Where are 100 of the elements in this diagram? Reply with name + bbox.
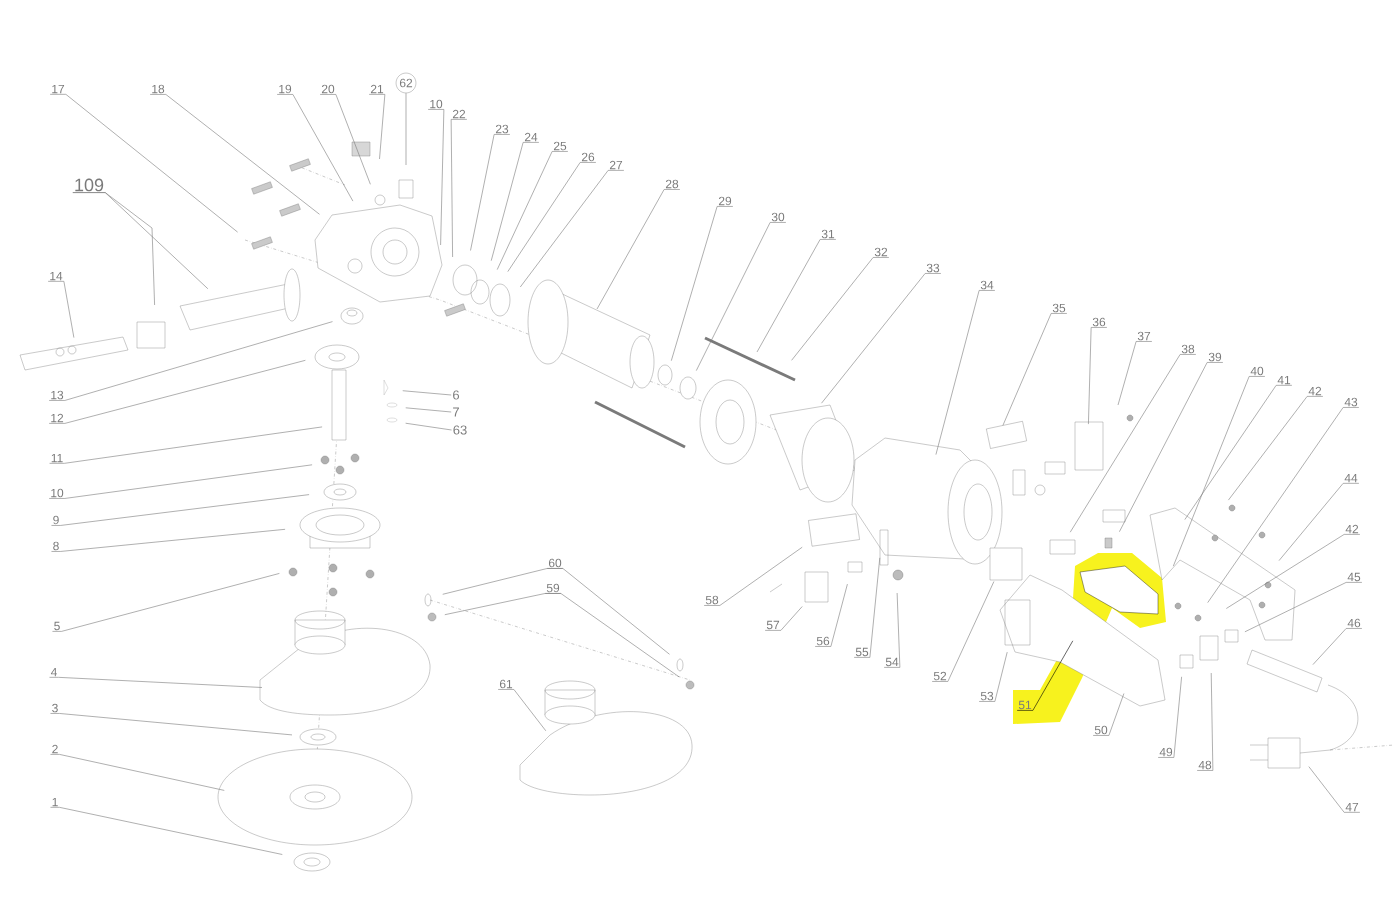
leader-line bbox=[1278, 483, 1360, 561]
callout-number: 1 bbox=[52, 797, 58, 807]
leader-line bbox=[935, 290, 996, 455]
leader-line bbox=[1069, 354, 1197, 533]
callout-number: 109 bbox=[75, 178, 104, 192]
callout-number: 4 bbox=[50, 667, 57, 677]
callout-number: 60 bbox=[548, 558, 562, 568]
callout-number: 39 bbox=[1208, 352, 1222, 362]
leader-line bbox=[1088, 327, 1108, 425]
callout-number: 61 bbox=[499, 679, 513, 689]
callout-number: 51 bbox=[1018, 700, 1032, 710]
callout-number: 2 bbox=[52, 744, 58, 754]
callout-number: 56 bbox=[816, 636, 830, 646]
callout-number: 18 bbox=[152, 84, 165, 94]
leader-line bbox=[696, 222, 787, 371]
callout-number: 59 bbox=[546, 583, 560, 593]
leader-line bbox=[1117, 341, 1153, 406]
callout-number: 35 bbox=[1052, 303, 1066, 313]
callout-number: 28 bbox=[665, 179, 679, 189]
callout-number: 43 bbox=[1344, 397, 1358, 407]
leader-line bbox=[49, 94, 238, 233]
leader-line bbox=[47, 281, 75, 338]
leader-line bbox=[405, 422, 452, 431]
leader-line bbox=[51, 529, 286, 552]
callout-number: 52 bbox=[933, 671, 947, 681]
leader-line bbox=[1119, 362, 1224, 532]
leader-line bbox=[450, 119, 468, 258]
leader-line bbox=[497, 689, 547, 732]
leader-line bbox=[544, 593, 680, 678]
callout-number: 6 bbox=[453, 390, 460, 400]
callout-number: 12 bbox=[51, 413, 64, 423]
callout-number: 49 bbox=[1159, 747, 1173, 757]
callout-number: 34 bbox=[980, 280, 994, 290]
leader-line bbox=[546, 568, 670, 655]
callout-number: 45 bbox=[1347, 572, 1361, 582]
leader-line bbox=[821, 273, 942, 404]
callout-number: 57 bbox=[766, 620, 780, 630]
callout-number: 63 bbox=[453, 425, 467, 435]
leader-line bbox=[149, 94, 320, 215]
callout-number: 10 bbox=[430, 99, 443, 109]
leader-line bbox=[1308, 766, 1361, 813]
leader-line bbox=[496, 151, 569, 270]
callout-number: 11 bbox=[51, 453, 63, 463]
callout-number: 17 bbox=[52, 84, 65, 94]
leader-line bbox=[791, 257, 890, 361]
callout-number: 10 bbox=[51, 488, 64, 498]
callout-number: 33 bbox=[926, 263, 940, 273]
leader-line bbox=[1002, 313, 1068, 426]
callout-number: 21 bbox=[370, 84, 384, 94]
callout-number: 31 bbox=[821, 229, 835, 239]
leader-line bbox=[49, 677, 263, 688]
leader-line bbox=[1016, 640, 1074, 711]
leader-line bbox=[764, 606, 803, 631]
leader-line bbox=[49, 426, 323, 464]
leader-line bbox=[1092, 693, 1125, 736]
callout-number: 9 bbox=[53, 515, 59, 525]
leader-line bbox=[671, 206, 734, 361]
leader-line bbox=[703, 546, 803, 606]
leader-line bbox=[507, 162, 597, 272]
leader-line bbox=[853, 557, 881, 658]
leader-line bbox=[427, 109, 445, 246]
callout-number: 30 bbox=[771, 212, 785, 222]
leader-line bbox=[1312, 628, 1363, 665]
callout-number: 8 bbox=[53, 541, 59, 551]
leader-line bbox=[883, 592, 901, 668]
leader-line bbox=[48, 464, 313, 499]
callout-number: 19 bbox=[279, 84, 292, 94]
callout-number: 5 bbox=[54, 621, 60, 631]
callout-number: 22 bbox=[452, 109, 466, 119]
leader-line bbox=[756, 239, 837, 353]
leader-line bbox=[1228, 396, 1324, 501]
leader-line bbox=[51, 494, 310, 526]
leader-line bbox=[978, 651, 1008, 702]
callout-number: 14 bbox=[50, 271, 63, 281]
callout-number: 36 bbox=[1092, 317, 1106, 327]
callout-number: 23 bbox=[495, 124, 509, 134]
leader-line bbox=[276, 94, 354, 202]
callout-number: 27 bbox=[609, 160, 623, 170]
leader-line bbox=[490, 142, 540, 261]
leader-line bbox=[319, 94, 371, 185]
leader-line bbox=[72, 192, 209, 290]
leader-line bbox=[50, 754, 225, 791]
callout-number: 47 bbox=[1345, 802, 1359, 812]
callout-number: 50 bbox=[1094, 725, 1108, 735]
leader-line bbox=[1207, 407, 1360, 603]
callout-number: 42 bbox=[1308, 386, 1322, 396]
callout-number: 38 bbox=[1181, 344, 1195, 354]
leader-line bbox=[470, 134, 511, 251]
leader-line bbox=[1184, 385, 1293, 520]
callout-number: 25 bbox=[553, 141, 567, 151]
leader-line bbox=[1173, 376, 1266, 567]
callout-number: 53 bbox=[980, 691, 994, 701]
leader-line bbox=[50, 713, 293, 736]
callout-number: 13 bbox=[51, 390, 64, 400]
callout-number: 26 bbox=[581, 152, 595, 162]
leader-line bbox=[520, 170, 625, 288]
leader-line bbox=[931, 581, 995, 682]
leader-line bbox=[48, 321, 333, 401]
callout-number: 46 bbox=[1347, 618, 1361, 628]
callout-number: 41 bbox=[1277, 375, 1291, 385]
